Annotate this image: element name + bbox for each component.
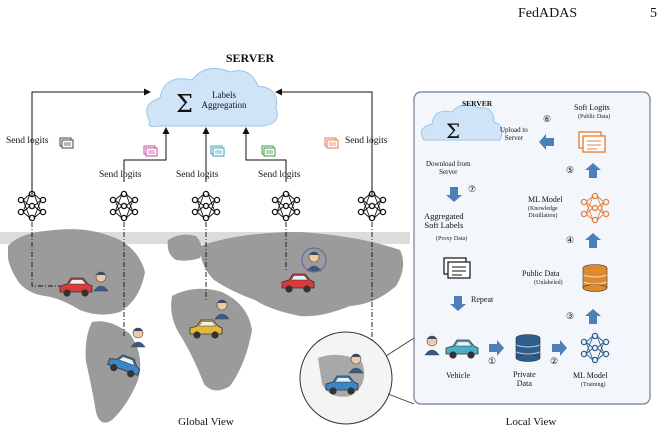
logit-icon-2 — [143, 145, 158, 157]
send-logits-label-4: Send logits — [258, 170, 301, 180]
send-logits-label-1: Send logits — [6, 136, 49, 146]
step-2: ② — [550, 356, 559, 366]
logit-icon-1 — [59, 137, 74, 149]
running-title: FedADAS — [518, 6, 578, 21]
public-data-sub: (Unlabeled) — [534, 280, 563, 286]
step-4: ④ — [566, 235, 575, 245]
step-1: ① — [488, 356, 497, 366]
step-7: ⑦ — [468, 184, 477, 194]
page-number: 5 — [650, 6, 657, 21]
server-cloud: Σ — [146, 67, 278, 127]
local-server-title: SERVER — [462, 99, 493, 108]
logit-icon-3 — [210, 145, 225, 157]
send-logits-label-3: Send logits — [176, 170, 219, 180]
send-logits-label-5: Send logits — [345, 136, 388, 146]
neural-net-icon-4 — [271, 190, 301, 222]
download-label: Download from Server — [426, 160, 471, 176]
global-view-caption: Global View — [178, 416, 234, 428]
public-data-db-icon — [582, 264, 608, 292]
labels-aggregation-label: Labels Aggregation — [201, 90, 247, 110]
local-view-caption: Local View — [505, 416, 557, 428]
ml-model-kd-label: ML Model — [528, 195, 563, 204]
aggregated-sub: (Proxy Data) — [436, 236, 468, 242]
step-6: ⑥ — [543, 114, 552, 124]
driver-icon-2 — [130, 327, 146, 348]
neural-net-icon-3 — [191, 190, 221, 222]
upload-label: Upload to Server — [500, 126, 528, 142]
step-5: ⑤ — [566, 165, 575, 175]
local-server-cloud: Σ — [420, 104, 503, 143]
soft-logits-icon — [578, 131, 606, 153]
ml-model-kd-sub: (Knowledge Distillation) — [528, 206, 558, 219]
logit-icon-4 — [261, 145, 276, 157]
logit-icon-5 — [324, 137, 339, 149]
zoom-circle — [299, 331, 415, 425]
server-title: SERVER — [225, 51, 275, 65]
private-data-label: Private Data — [513, 370, 536, 388]
vehicle-label: Vehicle — [446, 371, 470, 380]
neural-net-icon-2 — [109, 190, 139, 222]
aggregated-label: Aggregated Soft Labels — [424, 211, 464, 231]
ml-model-train-label: ML Model — [573, 371, 608, 380]
private-data-db-icon — [515, 334, 541, 362]
svg-text:Σ: Σ — [176, 90, 193, 118]
send-logits-label-2: Send logits — [99, 170, 142, 180]
repeat-label: Repeat — [471, 295, 494, 304]
svg-text:Σ: Σ — [446, 119, 460, 143]
aggregated-labels-icon — [443, 257, 471, 279]
step-3: ③ — [566, 311, 575, 321]
soft-logits-label: Soft Logits — [574, 103, 610, 112]
ml-model-train-sub: (Training) — [581, 382, 606, 388]
soft-logits-sub: (Public Data) — [578, 114, 611, 120]
public-data-label: Public Data — [522, 269, 560, 278]
